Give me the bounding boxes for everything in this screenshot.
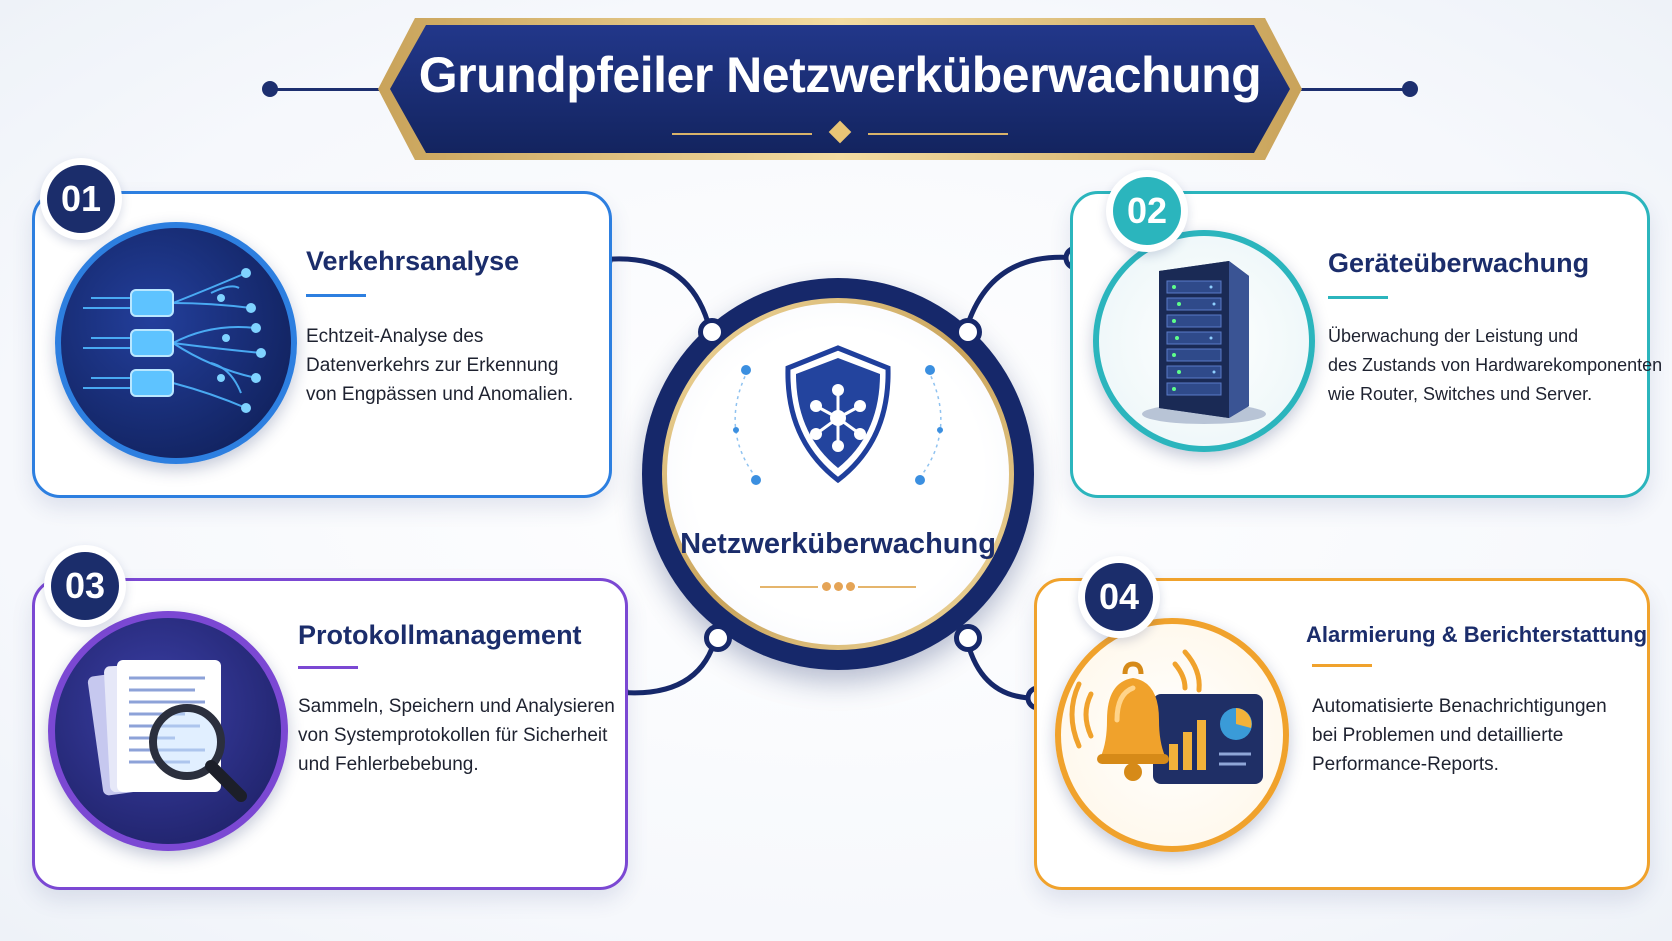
server-rack-icon [1093, 230, 1315, 452]
banner-line-left [270, 88, 380, 91]
pillar-description-devices: Überwachung der Leistung und des Zustand… [1328, 326, 1663, 404]
title-underline [306, 294, 366, 297]
title-underline [1312, 664, 1372, 667]
hub-connector-dot [954, 624, 982, 652]
page-title: Grundpfeiler Netzwerküberwachung [418, 47, 1262, 103]
pillar-number-badge: 04 [1078, 556, 1160, 638]
banner-ornament [672, 120, 1008, 144]
alarm-bell-report-icon [1055, 618, 1289, 852]
banner-dot-right [1402, 81, 1418, 97]
hub-connector-dot [954, 318, 982, 346]
hub-connector-dot [704, 624, 732, 652]
log-magnifier-icon [48, 611, 288, 851]
pillar-title-devices: Geräteüberwachung [1328, 248, 1590, 278]
shield-network-icon [733, 345, 943, 485]
hub-ornament [760, 582, 916, 592]
pillar-number-badge: 02 [1106, 170, 1188, 252]
title-underline [298, 666, 358, 669]
pillar-description-logs: Sammeln, Speichern und Analysieren von S… [298, 696, 615, 775]
pillar-description-alerts: Automatisierte Benachrichtigungen bei Pr… [1312, 696, 1607, 775]
pillar-title-alerts: Alarmierung & Berichterstattung [1306, 622, 1648, 647]
pillar-title-logs: Protokollmanagement [298, 620, 582, 650]
pillar-number-badge: 03 [44, 545, 126, 627]
pillar-title-traffic: Verkehrsanalyse [306, 246, 520, 276]
banner-line-right [1300, 88, 1410, 91]
hub-connector-dot [698, 318, 726, 346]
hub-label: Netzwerküberwachung [680, 528, 996, 560]
pillar-number-badge: 01 [40, 158, 122, 240]
pillar-description-traffic: Echtzeit-Analyse des Datenverkehrs zur E… [306, 326, 574, 405]
traffic-flow-icon [55, 222, 297, 464]
banner-dot-left [262, 81, 278, 97]
title-underline [1328, 296, 1388, 299]
